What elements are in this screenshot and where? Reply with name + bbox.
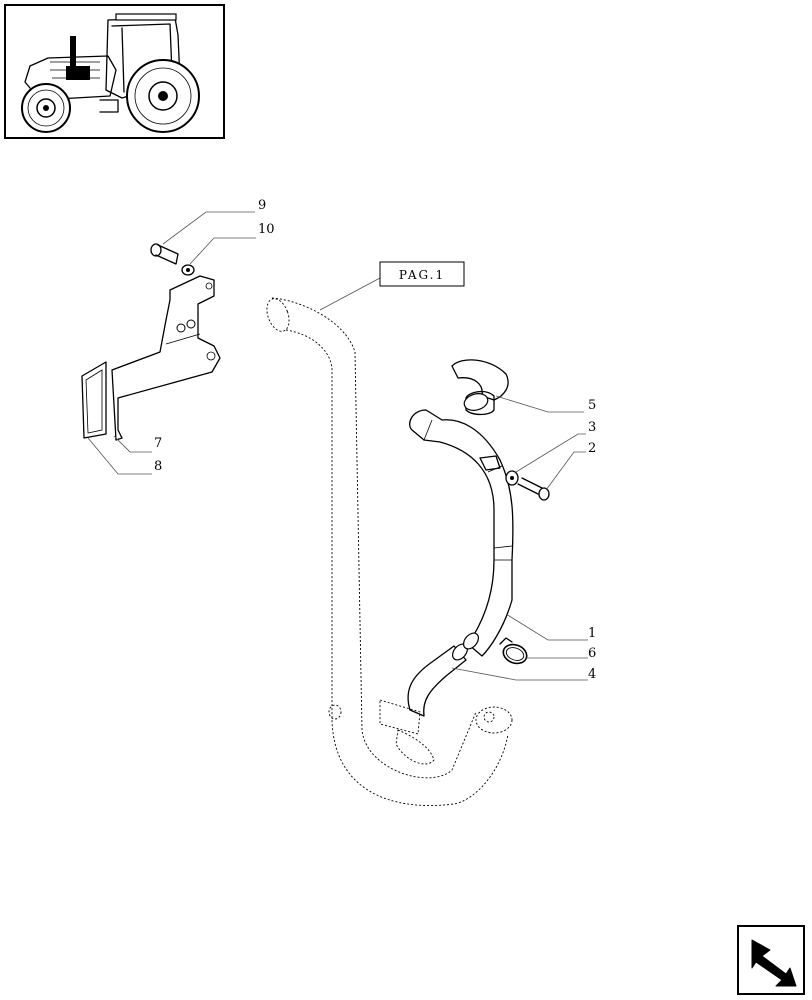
hose-part-1 [409, 409, 514, 657]
hose-part-5 [451, 359, 509, 416]
reference-box-label: PAG.1 [399, 268, 445, 282]
washer-part-10 [181, 264, 195, 276]
callout-4: 4 [588, 667, 596, 682]
next-page-button[interactable] [737, 925, 805, 995]
callout-7: 7 [154, 436, 162, 451]
callout-6: 6 [588, 646, 596, 661]
callout-3: 3 [588, 420, 596, 435]
bracket-assembly [81, 243, 221, 441]
screw-part-2 [517, 477, 550, 501]
callout-10: 10 [258, 222, 275, 237]
leader-lines [87, 211, 588, 681]
bolt-part-9 [150, 243, 179, 265]
callout-9: 9 [258, 198, 266, 213]
next-page-arrow-icon [751, 939, 797, 987]
callout-5: 5 [588, 398, 596, 413]
reference-box: PAG.1 [379, 261, 465, 287]
callouts: 9 10 5 3 2 7 8 1 6 4 [154, 198, 596, 682]
clip-bracket [479, 455, 550, 501]
tractor-icon [21, 13, 200, 133]
hose-clamp-part-6 [499, 637, 528, 665]
reference-pipe-dashed [266, 297, 513, 806]
callout-8: 8 [154, 459, 162, 474]
pad-part-8 [81, 361, 107, 439]
bracket-plate-part-7 [111, 275, 221, 441]
hose-part-4 [407, 632, 479, 717]
tractor-thumbnail [4, 4, 225, 139]
callout-2: 2 [588, 441, 596, 456]
callout-1: 1 [588, 626, 596, 641]
